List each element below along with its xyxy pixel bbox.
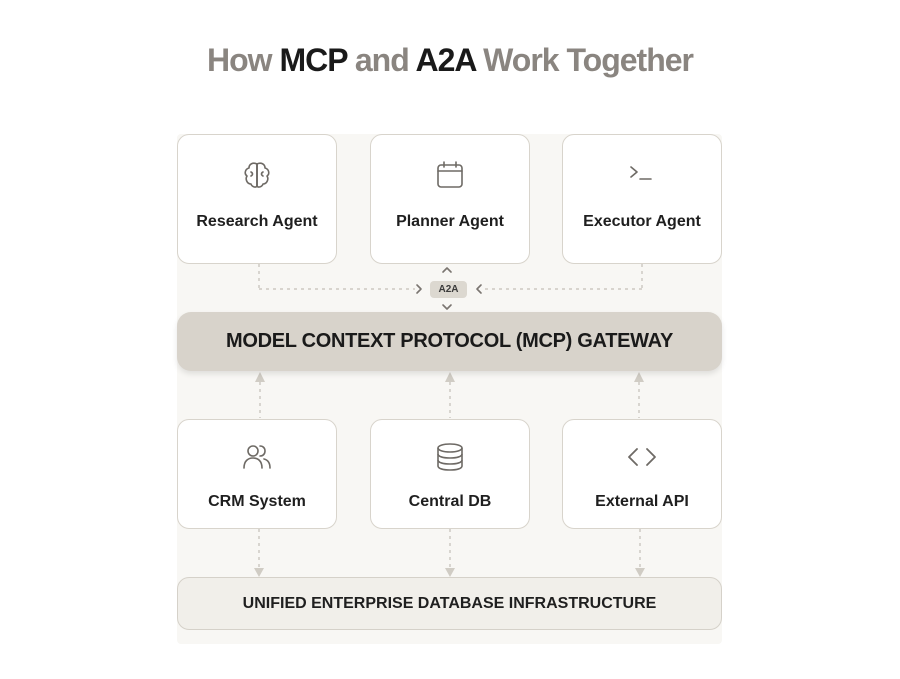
title-prefix: How	[207, 42, 280, 78]
a2a-badge: A2A	[430, 281, 467, 298]
arrow-left-icon	[476, 284, 482, 294]
agent-label: Executor Agent	[583, 213, 701, 230]
source-label: CRM System	[208, 493, 306, 510]
enterprise-infrastructure: UNIFIED ENTERPRISE DATABASE INFRASTRUCTU…	[177, 577, 722, 630]
title-a2a: A2A	[415, 42, 476, 78]
title-suffix: Work Together	[475, 42, 694, 78]
calendar-icon	[437, 161, 463, 188]
brain-icon	[244, 162, 270, 188]
research-agent-card[interactable]: Research Agent	[177, 134, 337, 264]
arrow-down-icon	[442, 304, 452, 310]
page-title: How MCP and A2A Work Together	[0, 42, 900, 79]
database-icon	[437, 443, 463, 471]
planner-agent-card[interactable]: Planner Agent	[370, 134, 530, 264]
mcp-gateway: MODEL CONTEXT PROTOCOL (MCP) GATEWAY	[177, 312, 722, 371]
arrow-up-icon	[442, 267, 452, 273]
code-icon	[628, 448, 656, 466]
crm-system-card[interactable]: CRM System	[177, 419, 337, 529]
external-api-card[interactable]: External API	[562, 419, 722, 529]
source-label: External API	[595, 493, 689, 510]
title-middle: and	[346, 42, 416, 78]
terminal-icon	[630, 166, 652, 180]
source-label: Central DB	[408, 493, 492, 510]
users-icon	[243, 445, 271, 469]
agent-label: Research Agent	[196, 213, 318, 230]
agent-label: Planner Agent	[396, 213, 504, 230]
executor-agent-card[interactable]: Executor Agent	[562, 134, 722, 264]
title-mcp: MCP	[279, 42, 348, 78]
central-db-card[interactable]: Central DB	[370, 419, 530, 529]
arrow-right-icon	[416, 284, 422, 294]
